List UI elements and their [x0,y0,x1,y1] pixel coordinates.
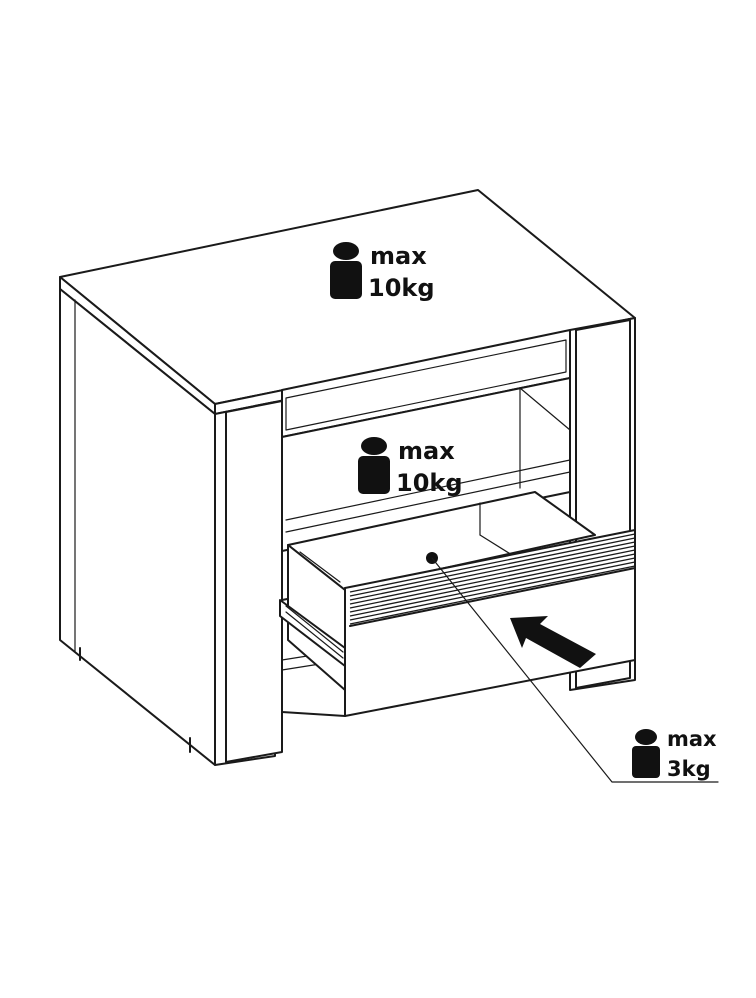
grip-groove [349,537,636,597]
grip-groove [349,565,636,625]
shelf-surface-line [285,459,571,521]
slide-groove [285,605,344,653]
shelf-back-diagonal [519,387,571,431]
drawer-load-label-line2: 3kg [667,757,711,781]
slide-groove [285,611,344,659]
grip-groove [349,549,636,609]
drawer-load-label-line1: max [667,727,717,751]
weight-icon [358,437,390,494]
weight-icon [632,729,660,778]
grip-groove [349,557,636,617]
drawer-grip-grooves [349,533,636,625]
grip-band-bottom [349,567,636,627]
weight-icon [330,242,362,299]
top-load-label-line2: 10kg [368,274,435,302]
grip-groove [349,561,636,621]
grip-groove [349,541,636,601]
open-shelf-cavity [281,377,571,552]
shelf-load-label-line1: max [398,437,455,465]
upper-rail-inner [285,339,567,431]
top-load-label-line1: max [370,242,427,270]
shelf-load-label-line2: 10kg [396,469,463,497]
shelf-front-line [285,471,571,533]
push-arrow-icon [510,616,596,668]
drawer-side-top [299,551,341,583]
drawer-leader-line [431,557,719,783]
grip-groove [349,533,636,593]
grip-groove [349,545,636,605]
front-left-pillar-face [225,400,283,763]
grip-groove [349,553,636,613]
